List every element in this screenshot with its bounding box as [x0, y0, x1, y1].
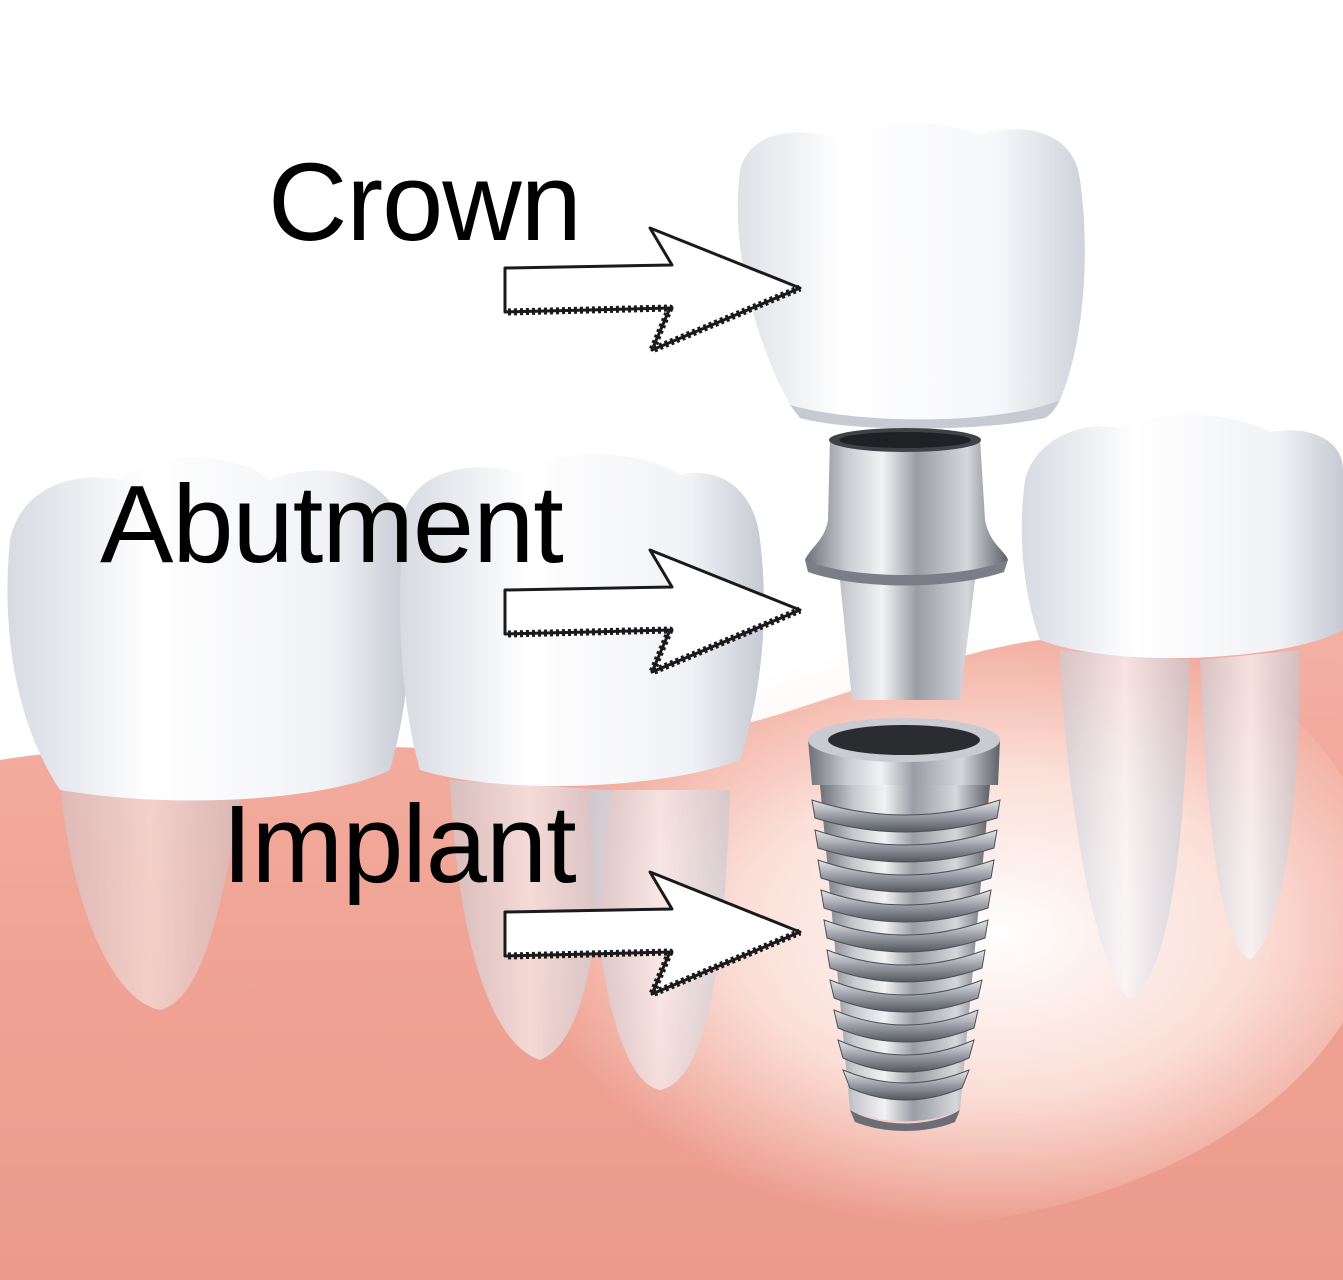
crown-label: Crown [268, 141, 582, 264]
abutment-arrow-icon [503, 548, 802, 676]
implant-label: Implant [222, 783, 577, 906]
natural-tooth-icon [7, 457, 411, 1010]
crown-arrow-icon [503, 226, 802, 354]
abutment-icon [805, 428, 1008, 700]
natural-tooth-icon [1021, 414, 1343, 1000]
implant-arrow-icon [503, 870, 802, 998]
implant-screw-icon [808, 718, 1001, 1131]
abutment-label: Abutment [100, 463, 564, 586]
crown-icon [737, 123, 1085, 429]
